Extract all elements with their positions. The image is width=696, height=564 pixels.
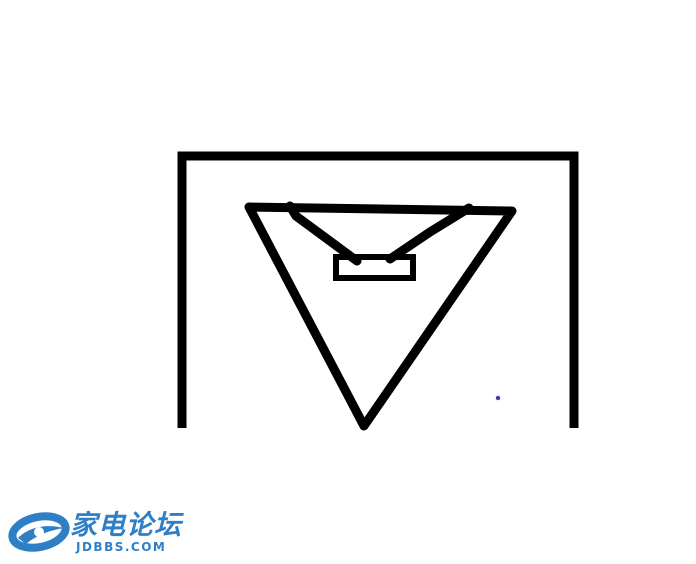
horn-triangle — [244, 202, 517, 431]
swoosh-logo-icon — [8, 512, 70, 552]
funnel-right-line — [385, 203, 474, 264]
watermark-site-name: 家电论坛 — [70, 510, 182, 541]
funnel-left-line — [285, 201, 362, 266]
enclosure-frame — [177, 151, 579, 428]
driver-rectangle — [333, 254, 416, 281]
watermark-site-url: JDBBS.COM — [76, 540, 167, 554]
site-watermark: 家电论坛 JDBBS.COM — [8, 510, 198, 560]
stray-dot — [495, 395, 501, 401]
